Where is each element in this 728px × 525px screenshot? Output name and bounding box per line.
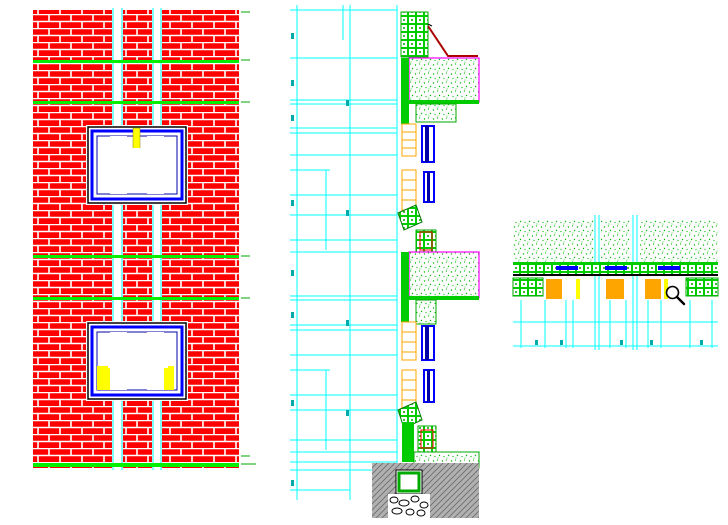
middle-floor-slab bbox=[409, 252, 479, 298]
plan-wall-right bbox=[640, 220, 718, 262]
parapet-block bbox=[400, 11, 429, 58]
front-elevation-view bbox=[33, 8, 256, 470]
wall-section-view bbox=[290, 5, 480, 518]
plan-wall-left bbox=[513, 220, 593, 262]
plan-wall-middle bbox=[601, 220, 631, 262]
plan-detail-view bbox=[512, 215, 719, 350]
zoom-in-icon[interactable] bbox=[664, 284, 686, 306]
upper-floor-slab bbox=[409, 58, 479, 102]
